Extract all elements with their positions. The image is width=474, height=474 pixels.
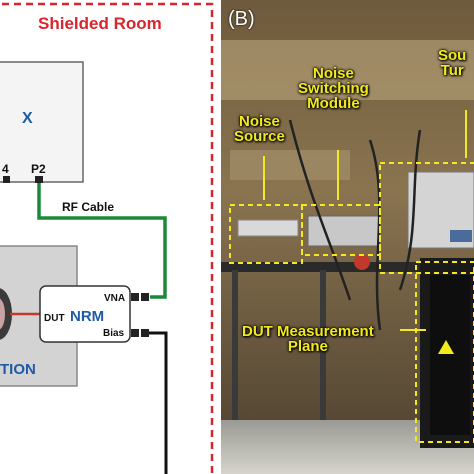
noise-source-label: Noise Source — [234, 113, 285, 145]
dut-plane-label: DUT Measurement Plane — [242, 323, 374, 355]
setup-photo — [220, 0, 474, 474]
source-tuner-box — [379, 162, 474, 274]
rack-leg-left — [232, 270, 238, 474]
nrm-bias-connector — [131, 329, 139, 337]
photo-panel: (B) Noise Source Noise Switching Module … — [220, 0, 474, 474]
nrm-dut-label: DUT — [44, 313, 65, 324]
noise-switching-device — [307, 215, 381, 247]
shielded-room-border — [0, 2, 214, 474]
tuner-display — [450, 230, 472, 242]
vna-port-4 — [3, 176, 10, 183]
schematic-drawing — [0, 2, 214, 474]
dut-plane-box — [415, 261, 474, 443]
probe-station-label: TION — [0, 361, 36, 378]
nrm-vna-connector — [131, 293, 139, 301]
red-knob — [354, 254, 370, 270]
nrm-bias-plug — [141, 329, 149, 337]
dut-tower-face — [430, 275, 470, 435]
nrm-box — [39, 285, 131, 343]
port-p2-label: P2 — [31, 162, 46, 176]
source-tuner-label: Sou Tur — [438, 47, 467, 79]
rack-shelf — [220, 262, 474, 272]
ceiling-strip — [220, 40, 474, 100]
nrm-vna-plug — [141, 293, 149, 301]
shielded-room-title: Shielded Room — [38, 14, 162, 33]
panel-divider — [219, 0, 221, 474]
panel-b-tag: (B) — [228, 8, 255, 30]
nrm-vna-label: VNA — [104, 293, 126, 304]
bias-cable — [149, 331, 168, 474]
port-4-label: 4 — [2, 162, 9, 176]
nrm-bias-label: Bias — [103, 328, 125, 339]
setup-cables — [288, 119, 422, 331]
noise-switching-label: Noise Switching Module — [298, 65, 369, 112]
vna-port-p2 — [35, 176, 43, 183]
wafer-chuck — [0, 288, 12, 340]
warning-sign — [438, 340, 454, 354]
rf-cable-label: RF Cable — [62, 200, 115, 214]
rf-cable — [37, 183, 167, 299]
vna-label: X — [22, 110, 33, 127]
rack-leg-mid — [320, 270, 326, 474]
wall-panel — [230, 150, 350, 180]
wafer — [0, 298, 5, 330]
noise-source-device — [237, 219, 299, 237]
schematic-panel: Shielded Room X 4 P2 RF Cable DUT NRM VN… — [0, 0, 220, 474]
nrm-name-label: NRM — [70, 308, 105, 325]
